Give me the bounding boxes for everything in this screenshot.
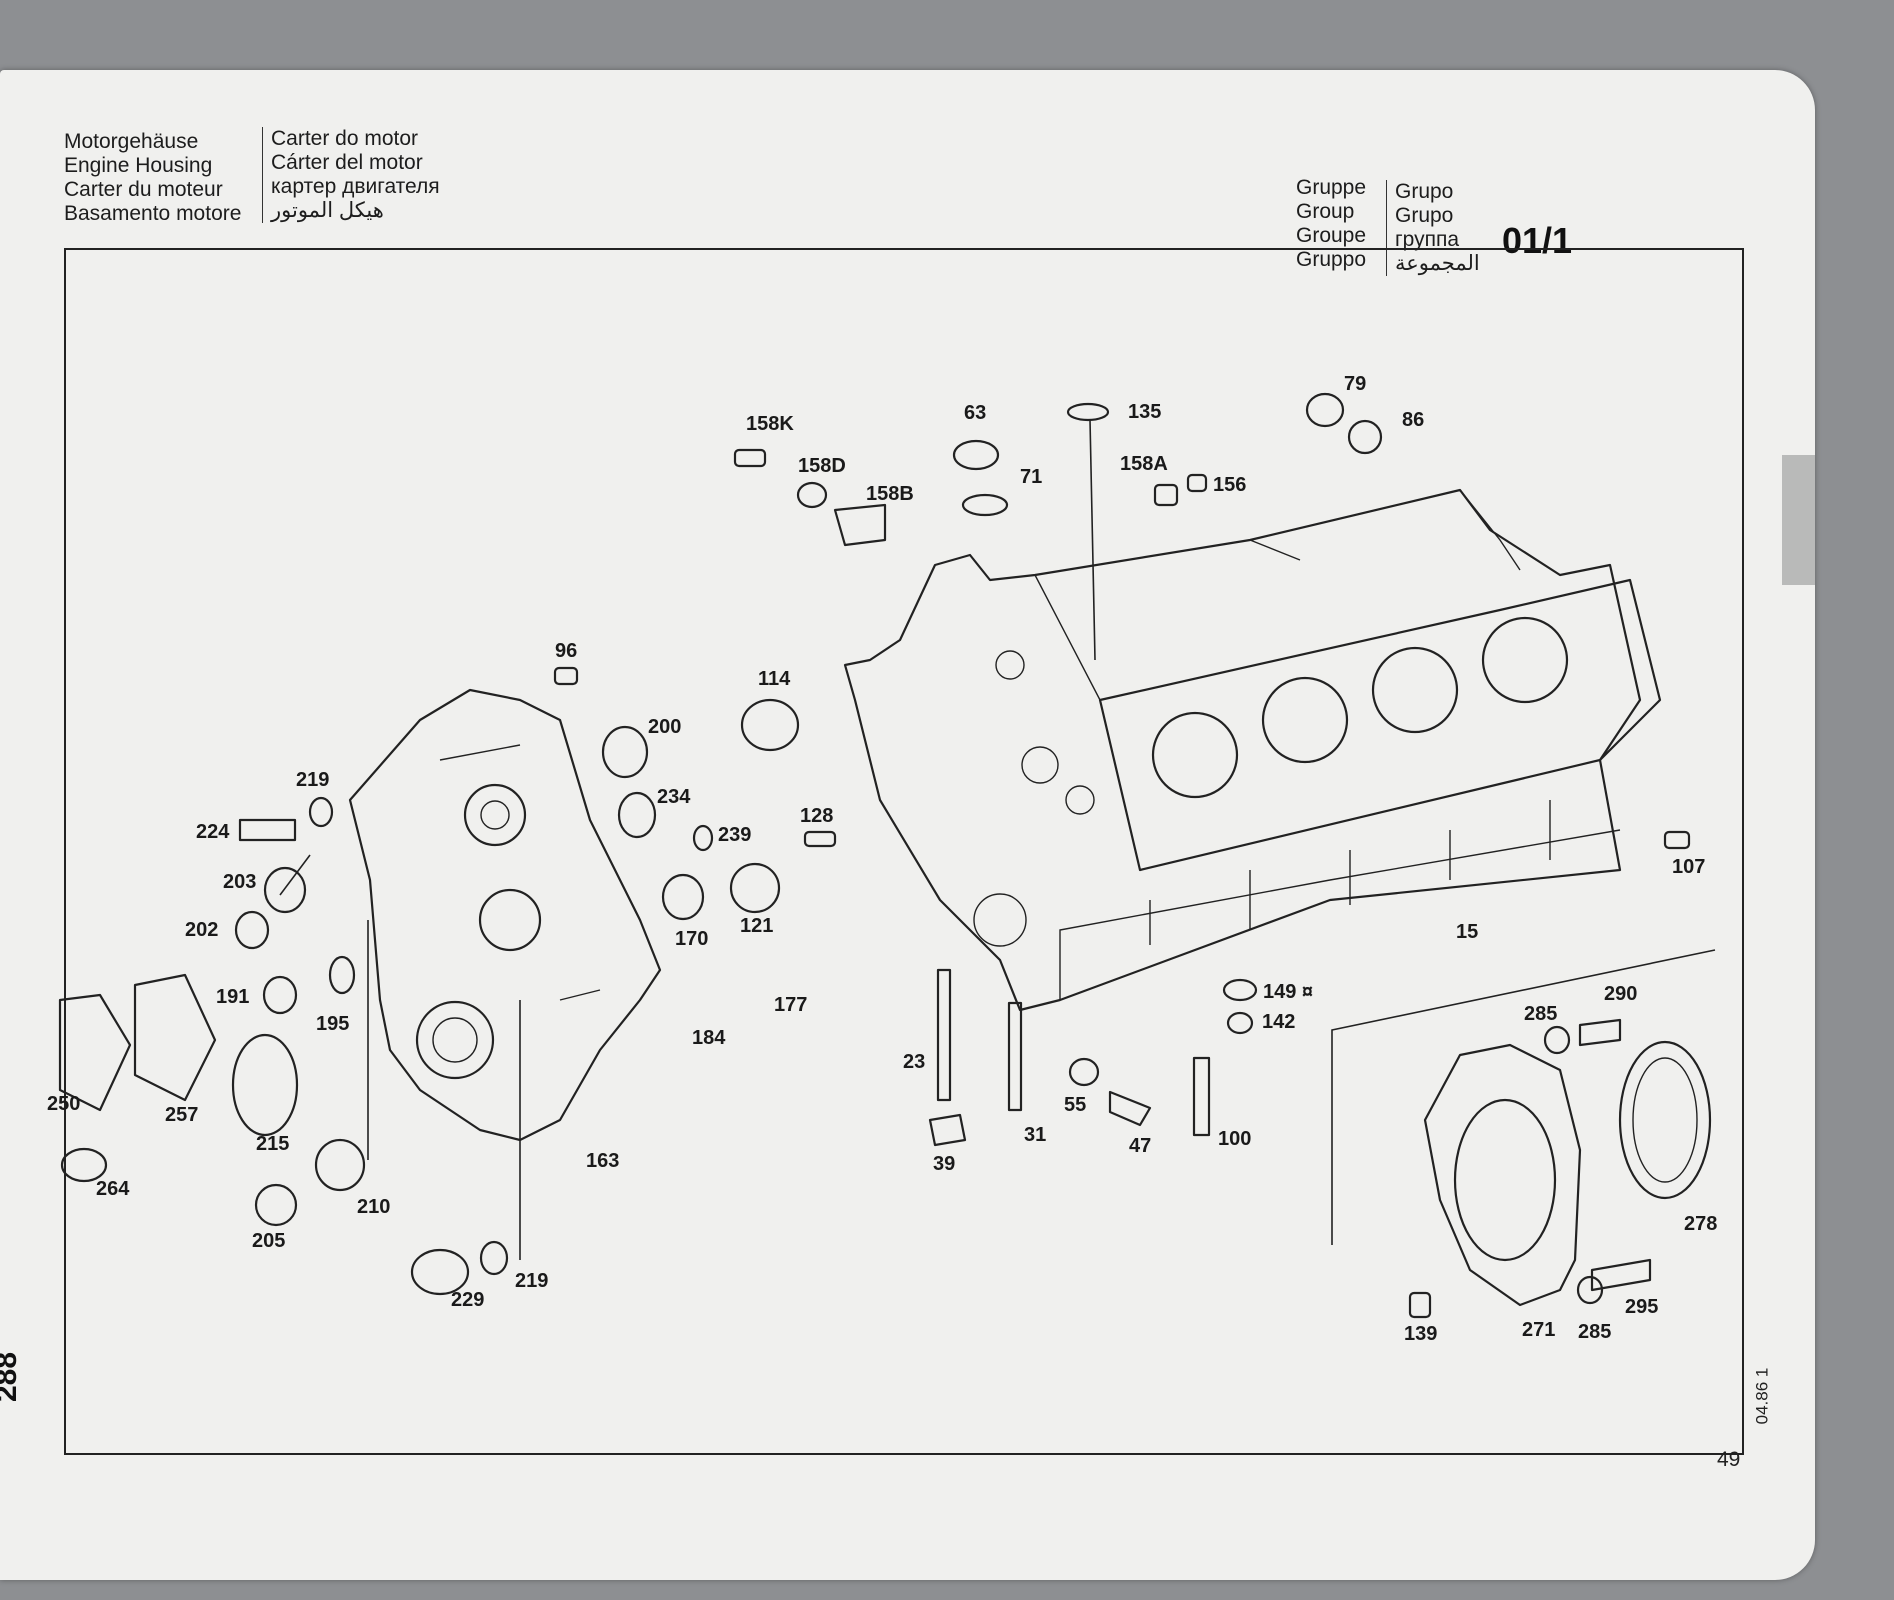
- callout-135: 135: [1128, 401, 1161, 423]
- callout-96: 96: [555, 640, 577, 662]
- callout-23: 23: [903, 1051, 925, 1073]
- callout-71: 71: [1020, 466, 1042, 488]
- callout-107: 107: [1672, 856, 1705, 878]
- callout-202: 202: [185, 919, 218, 941]
- title-block-left: Motorgehäuse Engine Housing Carter du mo…: [64, 130, 241, 226]
- callout-285-bottom: 285: [1578, 1321, 1611, 1343]
- group-label-it: Gruppo: [1296, 248, 1367, 271]
- callout-79: 79: [1344, 373, 1366, 395]
- callout-205: 205: [252, 1230, 285, 1252]
- title-ru: картер двигателя: [271, 175, 440, 198]
- group-label-ru: группа: [1395, 228, 1460, 251]
- group-label-es: Grupo: [1395, 204, 1454, 227]
- callout-158b: 158B: [866, 483, 914, 505]
- callout-290: 290: [1604, 983, 1637, 1005]
- page-number: 49: [1717, 1448, 1741, 1471]
- callout-156: 156: [1213, 474, 1246, 496]
- title-de: Motorgehäuse: [64, 130, 199, 153]
- rear-cover-drawing: [1331, 949, 1716, 1307]
- callout-295: 295: [1625, 1296, 1658, 1318]
- callout-labels: 158K 158D 158B 63 71 135 158A 156 79 86 …: [47, 373, 1717, 1345]
- title-ar: هيكل الموتور: [271, 199, 384, 222]
- timing-cover-drawing: [348, 688, 662, 1142]
- callout-239: 239: [718, 824, 751, 846]
- group-label-block: Gruppe Group Groupe Gruppo: [1296, 176, 1366, 272]
- callout-158d: 158D: [798, 455, 846, 477]
- callout-250: 250: [47, 1093, 80, 1115]
- callout-278: 278: [1684, 1213, 1717, 1235]
- group-label-pt: Grupo: [1395, 180, 1454, 203]
- title-es: Cárter del motor: [271, 151, 423, 174]
- callout-142: 142: [1262, 1011, 1295, 1033]
- callout-271: 271: [1522, 1319, 1555, 1341]
- callout-234: 234: [657, 786, 691, 808]
- title-fr: Carter du moteur: [64, 178, 223, 201]
- callout-177: 177: [774, 994, 807, 1016]
- callout-285-top: 285: [1524, 1003, 1557, 1025]
- callout-31: 31: [1024, 1124, 1046, 1146]
- callout-184: 184: [692, 1027, 726, 1049]
- group-label-de: Gruppe: [1296, 176, 1367, 199]
- callout-170: 170: [675, 928, 708, 950]
- diagram-frame: [64, 248, 1744, 1455]
- callout-86: 86: [1402, 409, 1424, 431]
- callout-114: 114: [758, 668, 791, 690]
- group-label-en: Group: [1296, 200, 1355, 223]
- callout-219-top: 219: [296, 769, 329, 791]
- callout-229: 229: [451, 1289, 484, 1311]
- callout-39: 39: [933, 1153, 955, 1175]
- callout-195: 195: [316, 1013, 349, 1035]
- callout-139: 139: [1404, 1323, 1437, 1345]
- group-number: 01/1: [1502, 220, 1573, 261]
- small-parts-drawing: [58, 392, 1691, 1319]
- group-label-ar: المجموعة: [1395, 252, 1480, 275]
- callout-163: 163: [586, 1150, 619, 1172]
- title-block-right: Carter do motor Cárter del motor картер …: [262, 127, 440, 223]
- callout-264: 264: [96, 1178, 130, 1200]
- callout-219-bottom: 219: [515, 1270, 548, 1292]
- group-label-block-2: Grupo Grupo группа المجموعة: [1386, 180, 1480, 276]
- callout-215: 215: [256, 1133, 289, 1155]
- callout-100: 100: [1218, 1128, 1251, 1150]
- callout-158k: 158K: [746, 413, 794, 435]
- catalog-page: [0, 70, 1815, 1580]
- callout-203: 203: [223, 871, 256, 893]
- callout-128: 128: [800, 805, 833, 827]
- section-tab-marker: [1782, 455, 1815, 585]
- title-pt: Carter do motor: [271, 127, 419, 150]
- callout-210: 210: [357, 1196, 390, 1218]
- callout-257: 257: [165, 1104, 198, 1126]
- callout-191: 191: [216, 986, 249, 1008]
- title-en: Engine Housing: [64, 154, 213, 177]
- callout-121: 121: [740, 915, 773, 937]
- title-it: Basamento motore: [64, 202, 242, 225]
- callout-47: 47: [1129, 1135, 1151, 1157]
- callout-63: 63: [964, 402, 986, 424]
- callout-158a: 158A: [1120, 453, 1168, 475]
- engine-block-drawing: [843, 488, 1662, 1012]
- group-label-fr: Groupe: [1296, 224, 1367, 247]
- callout-149: 149 ¤: [1263, 981, 1313, 1003]
- callout-15: 15: [1456, 921, 1478, 943]
- callout-55: 55: [1064, 1094, 1086, 1116]
- callout-200: 200: [648, 716, 681, 738]
- callout-224: 224: [196, 821, 230, 843]
